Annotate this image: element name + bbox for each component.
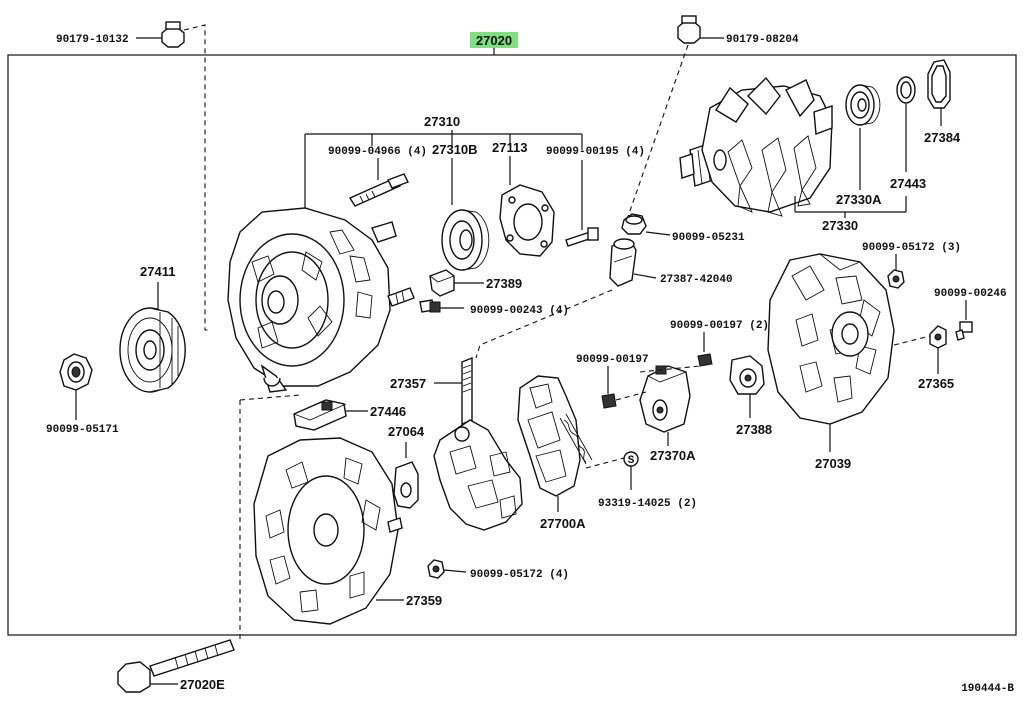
plate-27064 — [393, 461, 419, 509]
regulator-27700A — [517, 375, 593, 497]
label-27330[interactable]: 27330 — [822, 218, 858, 233]
svg-text:S: S — [628, 455, 635, 467]
label-27700A[interactable]: 27700A — [540, 516, 586, 531]
washer-93319-14025: S — [623, 451, 639, 467]
screw-90099-00197 — [601, 393, 617, 409]
assembly-frame — [7, 54, 1017, 636]
pulley-27411 — [119, 307, 186, 393]
label-93319-14025[interactable]: 93319-14025 (2) — [598, 498, 697, 510]
label-27389[interactable]: 27389 — [486, 276, 522, 291]
label-27064[interactable]: 27064 — [388, 424, 425, 439]
through-bolt-27020E — [117, 639, 235, 693]
label-27446[interactable]: 27446 — [370, 404, 406, 419]
label-27020[interactable]: 27020 — [476, 33, 512, 48]
label-27330A[interactable]: 27330A — [836, 192, 882, 207]
label-90099-05171[interactable]: 90099-05171 — [46, 424, 119, 436]
screw-90099-00197-2 — [697, 353, 713, 367]
screw-90099-00246 — [955, 321, 973, 341]
label-27310[interactable]: 27310 — [424, 114, 460, 129]
label-27039[interactable]: 27039 — [815, 456, 851, 471]
cover-27384 — [927, 59, 951, 109]
screw-90099-00243 — [419, 299, 441, 313]
label-27387-42040[interactable]: 27387-42040 — [660, 274, 733, 286]
label-27020E[interactable]: 27020E — [180, 677, 225, 692]
label-27370A[interactable]: 27370A — [650, 448, 696, 463]
label-27113[interactable]: 27113 — [492, 140, 527, 155]
label-27384[interactable]: 27384 — [924, 130, 961, 145]
label-90099-00243[interactable]: 90099-00243 (4) — [470, 305, 569, 317]
label-27310B[interactable]: 27310B — [432, 142, 478, 157]
label-90179-10132[interactable]: 90179-10132 — [56, 34, 129, 46]
collar-27443 — [896, 76, 916, 104]
label-90099-05231[interactable]: 90099-05231 — [672, 232, 745, 244]
label-90099-00246[interactable]: 90099-00246 — [934, 288, 1007, 300]
retainer-plate-27113 — [499, 184, 555, 257]
bearing-27330A — [845, 84, 881, 126]
label-90099-00197[interactable]: 90099-00197 — [576, 354, 649, 366]
insulator-27446 — [293, 399, 347, 431]
cap-27389 — [429, 269, 455, 297]
label-90099-05172-4[interactable]: 90099-05172 (4) — [470, 569, 569, 581]
rotor-27330 — [679, 76, 833, 217]
nut-90099-05172-3 — [887, 269, 905, 289]
insulator-27387 — [609, 238, 637, 287]
bearing-27310B — [441, 209, 490, 271]
brush-holder-27370A — [639, 365, 691, 433]
label-90099-00195[interactable]: 90099-00195 (4) — [546, 146, 645, 158]
screw-90099-00195 — [565, 227, 599, 247]
stud-bolt-90099-04966 — [348, 173, 409, 207]
label-90099-00197-2[interactable]: 90099-00197 (2) — [670, 320, 769, 332]
insulator-27388 — [729, 355, 765, 395]
nut-90179-08204 — [677, 15, 701, 44]
label-27411[interactable]: 27411 — [140, 264, 175, 279]
drive-end-frame-27310 — [227, 207, 415, 393]
label-27359[interactable]: 27359 — [406, 593, 442, 608]
label-90099-04966[interactable]: 90099-04966 (4) — [328, 146, 427, 158]
nut-27365 — [929, 325, 947, 349]
label-90099-05172-3[interactable]: 90099-05172 (3) — [862, 242, 961, 254]
cap-90099-05231 — [621, 213, 647, 235]
rectifier-27357 — [433, 356, 523, 531]
rear-end-frame-27039 — [767, 253, 895, 425]
nut-90099-05172-4 — [427, 559, 445, 579]
figure-code: 190444-B — [961, 683, 1014, 695]
label-27443[interactable]: 27443 — [890, 176, 926, 191]
label-90179-08204[interactable]: 90179-08204 — [726, 34, 799, 46]
main-assembly-highlight — [470, 32, 518, 48]
label-27357[interactable]: 27357 — [390, 376, 426, 391]
label-27365[interactable]: 27365 — [918, 376, 954, 391]
rear-cover-27359 — [253, 437, 403, 625]
label-27388[interactable]: 27388 — [736, 422, 772, 437]
nut-90179-10132 — [161, 21, 185, 48]
nut-90099-05171 — [59, 353, 93, 391]
